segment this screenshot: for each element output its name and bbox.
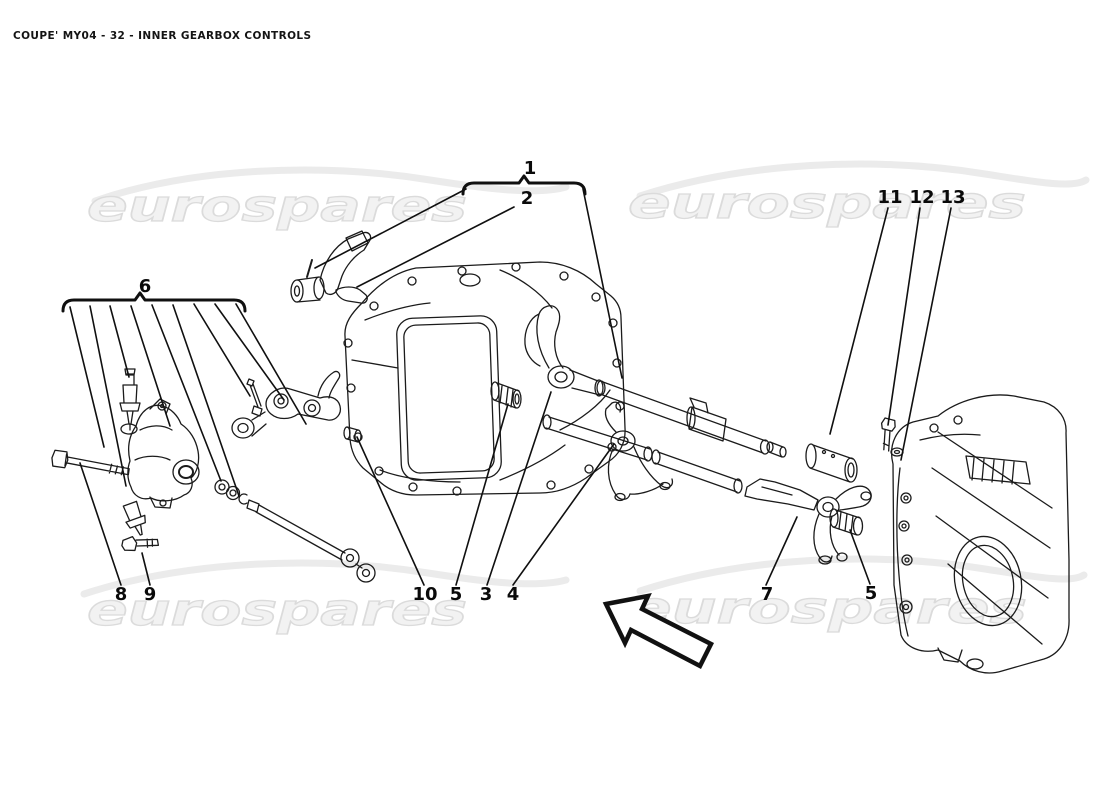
watermark-text: eurospares [87,181,467,232]
gearbox-housing-drawing [343,261,626,496]
housing-bolt-holes [343,262,625,496]
watermark-text: eurospares [629,583,1027,634]
shift-fork-upper-right [524,305,604,397]
callout-8: 8 [115,584,128,605]
callout-6: 6 [139,276,152,297]
callout-numbers: 1 2 6 8 9 10 5 3 4 7 5 11 12 13 [115,158,966,605]
callout-9: 9 [144,584,157,605]
selector-shaft-upper [596,380,787,458]
callout-2: 2 [521,188,534,209]
bushing-item-5-left [490,381,522,409]
callout-4: 4 [507,584,520,605]
sensor-switch-lower [122,500,146,536]
callout-12: 12 [909,187,934,208]
reaction-rod [246,499,376,583]
washers-and-circlip [214,479,248,505]
callout-7: 7 [761,584,774,605]
watermark-text: eurospares [87,585,467,636]
watermark-top-left: eurospares [86,166,570,233]
leader-lines [61,174,952,586]
bell-housing-drawing [880,394,1070,674]
page-title: COUPE' MY04 - 32 - INNER GEARBOX CONTROL… [13,30,311,42]
callout-10: 10 [412,584,437,605]
watermark-top-right: eurospares [627,160,1090,230]
bushing-item-10 [343,426,362,443]
selector-control-assembly [51,368,376,583]
bolt-item-8 [51,449,130,476]
bolt-item-12 [880,417,896,452]
direction-arrow [602,592,715,670]
bolt-item-9 [121,536,160,552]
callout-13: 13 [940,187,965,208]
selector-lever [231,370,342,439]
callout-5-left: 5 [450,584,463,605]
watermark-bottom-left: eurospares [80,559,570,637]
shift-fork-top [290,230,372,304]
watermark-text: eurospares [628,178,1026,229]
sleeve-item-11 [805,443,858,483]
shift-fork-center [604,401,674,502]
sensor-switch-upper [119,368,141,431]
bushing-item-5-right [829,508,864,536]
selector-shaft-lower [542,414,819,511]
shift-fork-right [813,485,872,565]
callout-1: 1 [524,158,537,179]
bracket-item-1 [461,174,587,196]
callout-3: 3 [480,584,493,605]
callout-5-right: 5 [865,583,878,604]
washer-item-13 [890,447,904,457]
callout-11: 11 [877,187,902,208]
bracket-item-6 [61,291,247,313]
watermark-bottom-right: eurospares [628,555,1088,635]
